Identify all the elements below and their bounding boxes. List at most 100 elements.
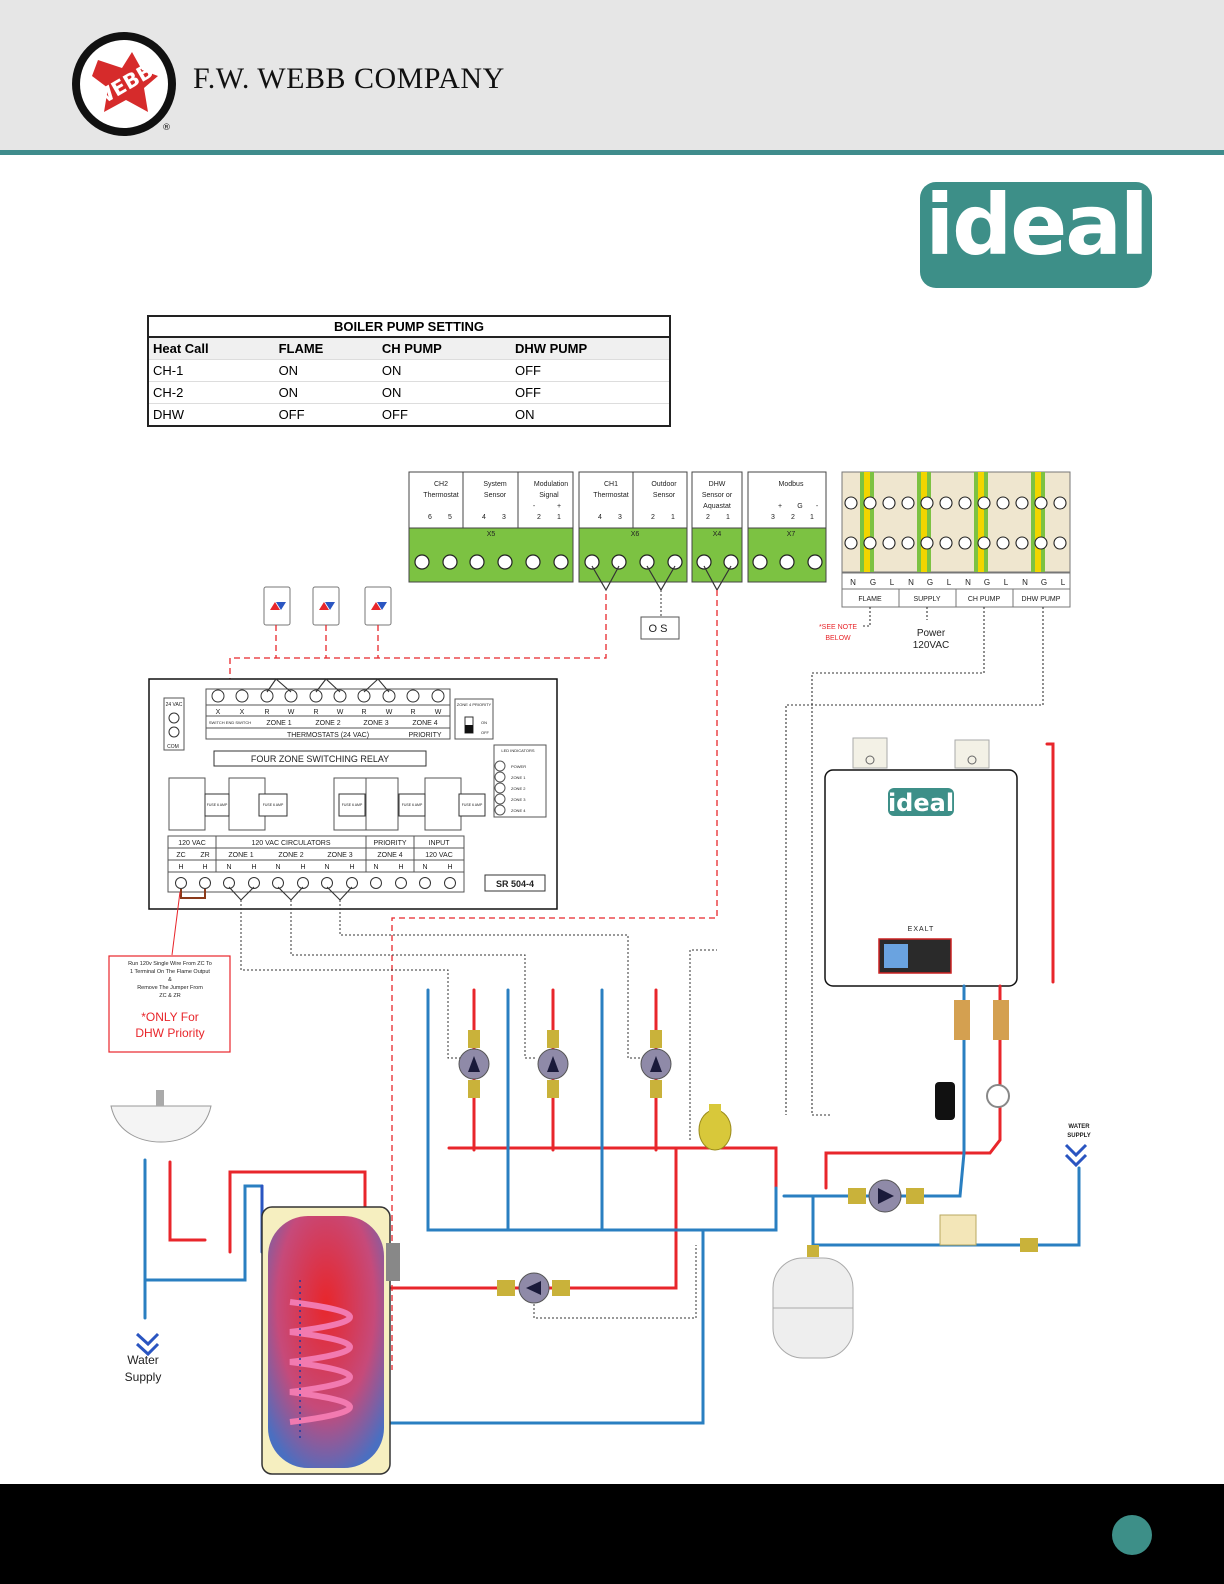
relay-bottom-header: INPUT: [429, 840, 451, 847]
note-emphasis: *ONLY For: [141, 1010, 199, 1024]
power-screw-row: [844, 496, 1067, 550]
relay-bottom-sub: ZR: [200, 852, 209, 859]
boiler-logo: ideal: [888, 789, 954, 817]
x6-pin: 2: [651, 514, 655, 521]
relay-priority: PRIORITY: [408, 732, 441, 739]
x6-label: Thermostat: [593, 492, 628, 499]
x4-label: Aquastat: [703, 503, 731, 510]
relay-bottom-term: H: [349, 864, 354, 871]
relay-zone: ZONE 3: [363, 720, 388, 727]
table-cell: OFF: [274, 403, 378, 427]
relay-bottom-header: 120 VAC CIRCULATORS: [252, 840, 331, 847]
terminal-block-x7: Modbus + G - 3 2 1 X7: [747, 471, 827, 583]
fuse-label: FUSE 6 AMP: [342, 803, 363, 807]
x5-pin: 2: [537, 514, 541, 521]
power-term: N: [1022, 578, 1028, 587]
power-terminal-block: N G L N G L N G L N G L FLAME SUPPLY CH …: [841, 471, 1071, 608]
pump-table-title: BOILER PUMP SETTING: [148, 316, 670, 338]
relay-bottom-sub: 120 VAC: [425, 852, 453, 859]
x5-id: X5: [487, 531, 496, 538]
relay-tstat-term: W: [435, 709, 442, 716]
x5-polarity: -: [533, 503, 536, 510]
note-line: &: [168, 977, 172, 983]
thermostat-zone2: [312, 586, 340, 626]
relay-led: ZONE 2: [511, 786, 526, 791]
x5-pin: 1: [557, 514, 561, 521]
zone2-circulator: [537, 1030, 569, 1098]
header-rule: [0, 150, 1224, 155]
thermostat-zone1: [263, 586, 291, 626]
x4-label: DHW: [709, 481, 726, 488]
x6-label: Sensor: [653, 492, 676, 499]
table-row: DHW OFF OFF ON: [148, 403, 670, 427]
relay-bottom-sub: ZC: [176, 852, 185, 859]
pump-table-header: Heat Call: [148, 337, 275, 360]
note-line: Remove The Jumper From: [137, 985, 203, 991]
relay-tstat-term: X: [216, 709, 221, 716]
x6-pin: 4: [598, 514, 602, 521]
power-group: SUPPLY: [913, 596, 940, 603]
power-term: G: [927, 578, 933, 587]
x6-pin: 3: [618, 514, 622, 521]
thermostat-wires: [229, 590, 718, 1370]
x4-label: Sensor or: [702, 492, 733, 499]
water-supply-left-label: Water: [127, 1353, 159, 1367]
relay-24vac: 24 VAC: [166, 702, 183, 708]
x5-label: Thermostat: [423, 492, 458, 499]
table-cell: OFF: [510, 359, 670, 382]
boiler-valves: [935, 1000, 1010, 1120]
table-cell: ON: [274, 359, 378, 382]
x7-label: Modbus: [779, 481, 804, 488]
power-voltage: 120VAC: [913, 640, 950, 651]
power-term: G: [1041, 578, 1047, 587]
water-supply-right-label: SUPPLY: [1067, 1133, 1090, 1139]
water-supply-right-label: WATER: [1068, 1124, 1090, 1130]
table-cell: ON: [274, 381, 378, 404]
x7-polarity: G: [797, 503, 802, 510]
boiler: ideal EXALT: [824, 737, 1018, 987]
sink: [110, 1090, 212, 1143]
thermostat-zone3: [364, 586, 392, 626]
x5-pin: 4: [482, 514, 486, 521]
power-term: N: [965, 578, 971, 587]
table-cell: ON: [510, 403, 670, 427]
pump-table-header: DHW PUMP: [510, 337, 670, 360]
x5-pin: 6: [428, 514, 432, 521]
x7-id: X7: [787, 531, 796, 538]
see-note-text: BELOW: [825, 635, 851, 642]
power-group: FLAME: [858, 596, 882, 603]
x4-id: X4: [713, 531, 722, 538]
relay-bottom-term: N: [275, 864, 280, 871]
relay-led: ZONE 1: [511, 775, 526, 780]
x7-polarity: -: [816, 503, 819, 510]
x6-pin: 1: [671, 514, 675, 521]
relay-bottom-term: N: [422, 864, 427, 871]
x7-pin: 3: [771, 514, 775, 521]
terminal-block-x5: CH2 Thermostat System Sensor Modulation …: [408, 471, 574, 583]
x5-label: System: [483, 481, 507, 488]
outdoor-sensor: O S: [640, 616, 680, 640]
x5-pin: 5: [448, 514, 452, 521]
zone-relay-sr504: 24 VAC COM X X R W R W R W R W SWITCH EN…: [148, 678, 558, 910]
x7-pin: 2: [791, 514, 795, 521]
relay-bottom-sub: ZONE 1: [228, 852, 253, 859]
dhw-pump-wire: [533, 1245, 697, 1319]
power-wires: [785, 607, 1044, 1116]
relay-thermostats: THERMOSTATS (24 VAC): [287, 732, 369, 739]
indirect-water-heater: [261, 1206, 400, 1475]
page-header: [0, 0, 1224, 150]
table-cell: OFF: [510, 381, 670, 404]
water-supply-right-icon: [1064, 1143, 1088, 1168]
relay-tstat-term: W: [288, 709, 295, 716]
note-line: Run 120v Single Wire From ZC To: [128, 961, 212, 967]
relay-tstat-term: W: [386, 709, 393, 716]
company-name: F.W. WEBB COMPANY: [193, 62, 505, 95]
outdoor-sensor-label: O S: [649, 623, 668, 635]
relay-tstat-term: R: [264, 709, 269, 716]
x4-pin: 1: [726, 514, 730, 521]
zone1-circulator: [458, 1030, 490, 1098]
note-line: ZC & ZR: [159, 993, 180, 999]
relay-fuses: [204, 793, 486, 817]
page-footer: [0, 1484, 1224, 1584]
